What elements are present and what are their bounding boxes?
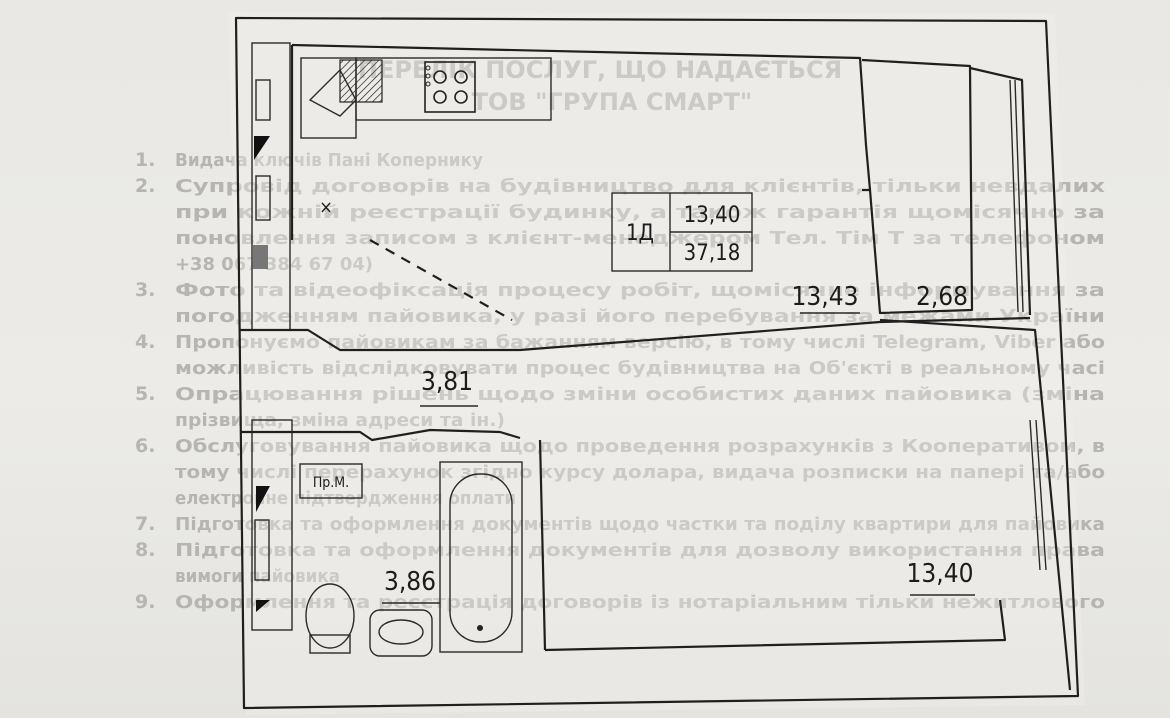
bg-doc-item-line: Фото та відеофіксація процесу робіт, щом… xyxy=(175,280,1105,301)
living-room xyxy=(544,318,1072,691)
sink-hatch xyxy=(339,59,383,103)
kitchen: × xyxy=(290,43,872,240)
room-area-kitchen: 13,43 xyxy=(792,282,859,312)
washer-label: Пр.М. xyxy=(313,475,349,491)
bg-doc-title-2: ТОВ "ГРУПА СМАРТ" xyxy=(472,88,753,116)
bg-doc-item-number: 2. xyxy=(135,175,155,197)
stove xyxy=(424,61,476,113)
storage-room xyxy=(861,58,1032,316)
bg-doc-item-line: тому числі перерахунок згідно курсу дола… xyxy=(175,462,1105,483)
room-area-hallway: 3,81 xyxy=(421,367,473,397)
bg-doc-item-number: 1. xyxy=(135,149,155,171)
bg-doc-item-number: 8. xyxy=(135,539,155,561)
sink xyxy=(369,609,433,657)
bg-doc-item-number: 9. xyxy=(135,591,155,613)
apartment-total-area: 37,18 xyxy=(684,241,741,266)
left-wall xyxy=(251,42,293,631)
room-area-bathroom: 3,86 xyxy=(384,567,436,597)
bg-doc-item-number: 6. xyxy=(135,435,155,457)
room-area-storage: 2,68 xyxy=(916,282,968,312)
bg-doc-item-line: Підготовка та оформлення документів щодо… xyxy=(175,514,1105,535)
bg-doc-item-line: прізвища, зміна адреси та ін.) xyxy=(175,410,505,431)
bg-doc-item-line: Пропонуємо пайовикам за бажанням версію,… xyxy=(175,332,1105,353)
bg-doc-title-1: ПЕРЕЛІК ПОСЛУГ, ЩО НАДАЄТЬСЯ xyxy=(358,56,842,84)
hall-bath-wall xyxy=(240,428,521,442)
bg-doc-item-line: Опрацювання рішень щодо зміни особистих … xyxy=(175,384,1105,405)
bg-doc-item-number: 5. xyxy=(135,383,155,405)
apartment-code: 1Д xyxy=(626,221,654,246)
room-area-living-room: 13,40 xyxy=(907,559,974,589)
door-swing-line xyxy=(369,239,513,321)
bg-doc-item-line: Оформлення та реєстрація договорів із но… xyxy=(175,592,1105,613)
plan-border xyxy=(234,16,1080,710)
bg-doc-item-number: 3. xyxy=(135,279,155,301)
toilet xyxy=(305,583,355,649)
apartment-living-area: 13,40 xyxy=(684,203,741,228)
bg-doc-item-line: +38 067 384 67 04) xyxy=(175,254,373,275)
bath-right-wall xyxy=(538,439,547,651)
bg-doc-item-line: вимоги пайовика xyxy=(175,566,340,587)
bg-doc-item-line: можливість відслідковувати процес будівн… xyxy=(175,358,1105,379)
bg-doc-item-line: Супровід договорів на будівництво для кл… xyxy=(175,176,1106,197)
apartment-label: 1Д 13,40 37,18 xyxy=(611,192,753,272)
bg-doc-item-line: Обслуговування пайовика щодо проведення … xyxy=(175,436,1105,457)
bg-doc-item-line: Підготовка та оформлення документів для … xyxy=(175,540,1105,561)
room-area-labels: 13,43 2,68 3,81 3,86 13,40 xyxy=(382,282,975,604)
bg-doc-item-number: 7. xyxy=(135,513,155,535)
bathroom-fixtures: Пр.М. xyxy=(299,461,523,657)
vent-mark: × xyxy=(319,197,333,218)
bathtub xyxy=(439,461,523,653)
bg-doc-item-number: 4. xyxy=(135,331,155,353)
